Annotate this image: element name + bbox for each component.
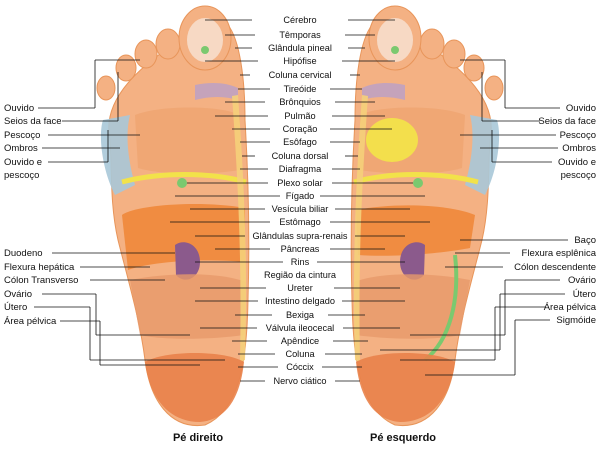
label-esofago: Esôfago [283,137,317,147]
right-foot-toe-4 [115,54,137,82]
left-foot-heel-zone [356,353,455,422]
label-nervo-ciatico: Nervo ciático [273,376,326,386]
left-foot-pineal-zone [391,46,399,54]
label-diafragma: Diafragma [279,164,322,174]
label-right-ombros: Ombros [562,143,596,154]
label-figado: Fígado [286,191,315,201]
right-foot-toe-3 [134,39,158,69]
label-intestino-delgado: Intestino delgado [265,296,335,306]
label-temporas: Têmporas [279,30,321,40]
label-left-ombros: Ombros [4,143,38,154]
label-baco: Baço [574,235,596,246]
label-right-ouvido-e: Ouvido e [558,157,596,168]
center-labels: Cérebro Têmporas Glândula pineal Hipófis… [253,15,348,386]
label-left-area-pelvica: Área pélvica [4,316,57,327]
label-colon-descendente: Cólon descendente [514,262,596,273]
right-foot-lung-zone [135,107,240,174]
caption-left-foot: Pé esquerdo [370,432,436,444]
left-foot-toe-2 [419,28,445,60]
label-pancreas: Pâncreas [281,244,320,254]
label-valvula-ileocecal: Válvula ileocecal [266,323,334,333]
left-foot-diaphragm-line [353,172,479,185]
label-flexura-esplenica: Flexura esplênica [522,248,597,259]
right-foot-spine-zone [232,95,247,362]
right-foot [96,5,250,427]
left-foot-spine-zone [353,95,368,362]
label-duodeno: Duodeno [4,248,43,259]
label-hipofise: Hipófise [283,56,316,66]
label-ureter: Ureter [287,283,313,293]
left-foot-toe-3 [442,39,466,69]
right-foot-toe-2 [155,28,181,60]
label-coluna: Coluna [285,349,315,359]
left-side-labels: Ouvido Seios da face Pescoço Ombros Ouvi… [4,103,78,327]
left-foot-thyroid-zone [362,83,405,100]
label-right-area-pelvica: Área pélvica [544,302,597,313]
label-plexo-solar: Plexo solar [277,178,322,188]
label-right-pescoco-2: pescoço [561,170,596,181]
label-cerebro: Cérebro [283,15,316,25]
left-foot-colon-line [423,254,459,362]
label-right-ovario: Ovário [568,275,596,286]
label-left-utero: Útero [4,302,27,313]
label-apendice: Apêndice [281,336,319,346]
right-foot-thyroid-zone [195,83,238,100]
left-foot-stomach-spleen-zone [356,205,475,256]
right-foot-heel-zone [145,353,244,422]
label-right-seios-da-face: Seios da face [538,116,596,127]
right-foot-pineal-zone [201,46,209,54]
label-right-pescoco: Pescoço [560,130,596,141]
leader-lines [34,19,568,382]
left-foot-toe-5 [484,75,504,101]
caption-right-foot: Pé direito [173,432,223,444]
label-glandulas-supra-renais: Glândulas supra-renais [253,231,348,241]
label-right-ouvido: Ouvido [566,103,596,114]
left-foot-kidney-zone [400,242,425,280]
right-foot-solar-plexus [177,178,187,188]
right-foot-liver-zone [122,204,245,270]
label-left-seios-da-face: Seios da face [4,116,62,127]
right-foot-kidney-zone [175,242,200,280]
right-foot-brain-zone [187,18,223,62]
label-estomago: Estômago [279,217,320,227]
label-colon-transverso: Cólon Transverso [4,275,78,286]
label-coluna-cervical: Coluna cervical [269,70,332,80]
label-left-ovario: Ovário [4,289,32,300]
label-sigmoide: Sigmóide [556,315,596,326]
label-rins: Rins [291,257,310,267]
right-side-labels: Ouvido Seios da face Pescoço Ombros Ouvi… [514,103,597,326]
label-right-utero: Útero [573,289,596,300]
label-coluna-dorsal: Coluna dorsal [272,151,329,161]
left-foot-solar-plexus [413,178,423,188]
label-vesicula-biliar: Vesícula biliar [272,204,329,214]
label-left-ouvido: Ouvido [4,103,34,114]
label-regiao-da-cintura: Região da cintura [264,270,337,280]
label-left-ouvido-e: Ouvido e [4,157,42,168]
right-foot-diaphragm-line [121,172,247,185]
label-bronquios: Brônquios [279,97,321,107]
right-foot-intestine-zone [130,274,246,339]
label-glandula-pineal: Glândula pineal [268,43,332,53]
label-pulmao: Pulmão [284,111,315,121]
left-foot-toe-4 [463,54,485,82]
label-flexura-hepatica: Flexura hepática [4,262,75,273]
left-foot-brain-zone [377,18,413,62]
left-foot-heart-zone [366,118,418,162]
label-tireoide: Tireóide [284,84,317,94]
label-left-pescoco: Pescoço [4,130,40,141]
left-foot-intestine-zone [354,274,470,339]
label-coccix: Cóccix [286,362,314,372]
right-foot-toe-5 [96,75,116,101]
label-coracao: Coração [283,124,318,134]
label-bexiga: Bexiga [286,310,315,320]
left-foot [350,5,504,427]
label-left-pescoco-2: pescoço [4,170,39,181]
